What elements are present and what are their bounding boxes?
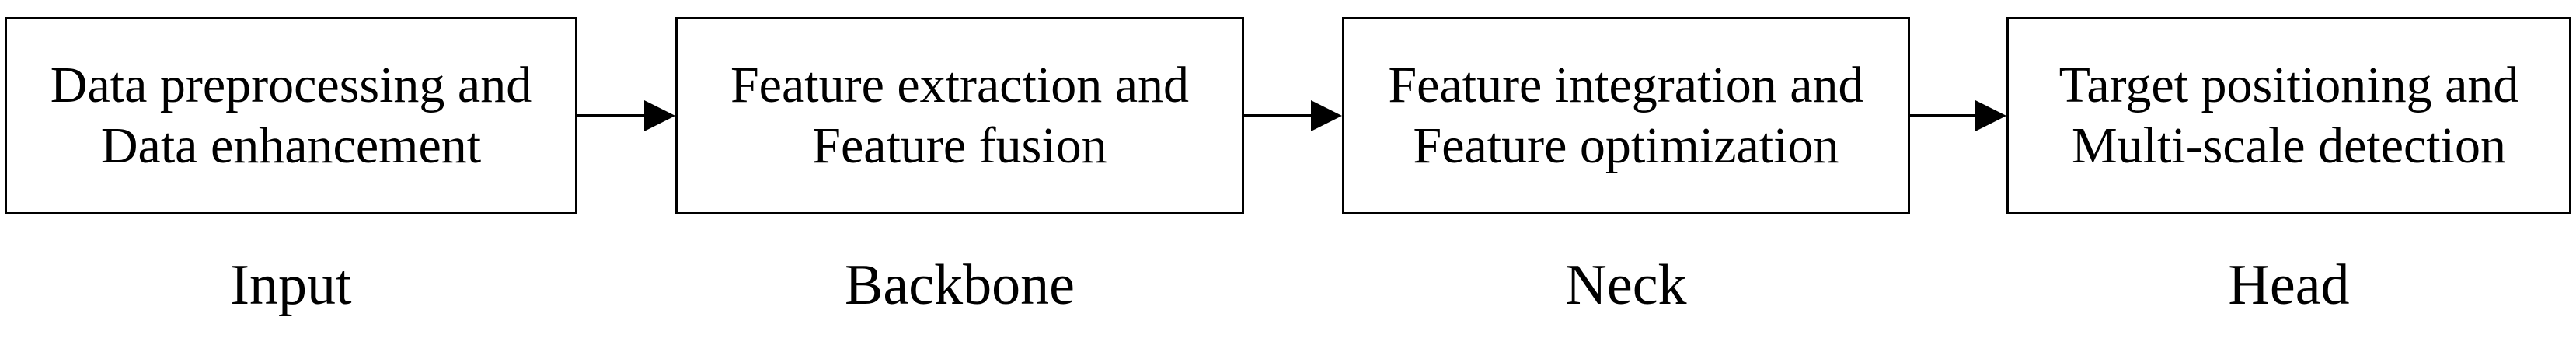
backbone-box-line-2: Feature fusion bbox=[812, 117, 1107, 174]
neck-label: Neck bbox=[1565, 253, 1687, 317]
backbone-box-line-1: Feature extraction and bbox=[730, 57, 1190, 114]
input-box-line-1: Data preprocessing and bbox=[50, 57, 532, 114]
head-box-line-1: Target positioning and bbox=[2058, 57, 2519, 114]
input-stage-box: Data preprocessing and Data enhancement bbox=[5, 17, 577, 214]
head-label: Head bbox=[2228, 253, 2350, 317]
neck-stage-box: Feature integration and Feature optimiza… bbox=[1342, 17, 1910, 214]
backbone-label: Backbone bbox=[845, 253, 1075, 317]
head-stage-box: Target positioning and Multi-scale detec… bbox=[2006, 17, 2571, 214]
neck-box-line-1: Feature integration and bbox=[1388, 57, 1864, 114]
head-box-line-2: Multi-scale detection bbox=[2072, 117, 2506, 174]
input-label: Input bbox=[230, 253, 352, 317]
backbone-stage-box: Feature extraction and Feature fusion bbox=[675, 17, 1244, 214]
neck-box-line-2: Feature optimization bbox=[1413, 117, 1839, 174]
input-box-line-2: Data enhancement bbox=[100, 117, 482, 174]
